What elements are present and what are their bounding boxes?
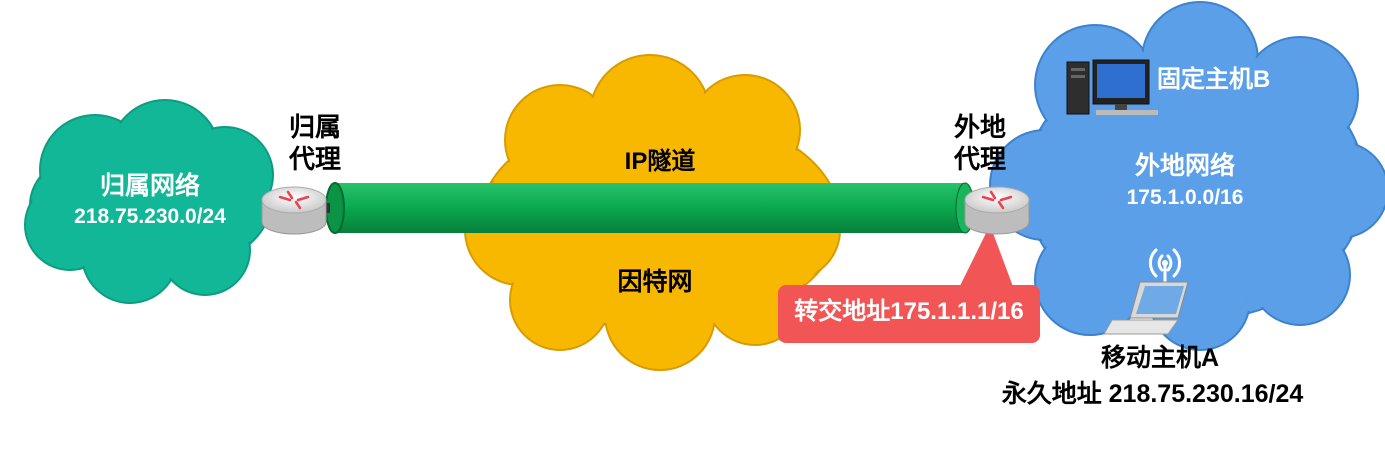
care-of-address-callout bbox=[778, 225, 1040, 343]
mobile-host-name: 移动主机A bbox=[1100, 344, 1220, 372]
fixed-host-label: 固定主机B bbox=[1157, 66, 1271, 93]
foreign-agent-label-line1: 外地 bbox=[953, 112, 1006, 142]
foreign-agent-label-line2: 代理 bbox=[953, 144, 1006, 174]
foreign-network-name: 外地网络 bbox=[1134, 152, 1235, 180]
home-network-name: 归属网络 bbox=[99, 172, 200, 200]
laptop-icon bbox=[1103, 281, 1189, 335]
router-icon bbox=[964, 186, 1030, 235]
foreign-network-address: 175.1.0.0/16 bbox=[1126, 186, 1244, 209]
home-network-address: 218.75.230.0/24 bbox=[74, 205, 226, 228]
tunnel-label: IP隧道 bbox=[624, 148, 696, 175]
home-agent-label-line1: 归属 bbox=[288, 112, 341, 142]
home-agent-label-line2: 代理 bbox=[288, 144, 341, 174]
mobile-host-permanent-address: 永久地址 218.75.230.16/24 bbox=[1001, 380, 1304, 408]
ip-tunnel bbox=[310, 182, 975, 234]
care-of-address-label: 转交地址175.1.1.1/16 bbox=[794, 298, 1024, 325]
wireless-signal-icon bbox=[1149, 248, 1181, 287]
router-icon bbox=[261, 186, 327, 235]
desktop-computer-icon bbox=[1066, 59, 1158, 115]
internet-label: 因特网 bbox=[617, 268, 693, 296]
